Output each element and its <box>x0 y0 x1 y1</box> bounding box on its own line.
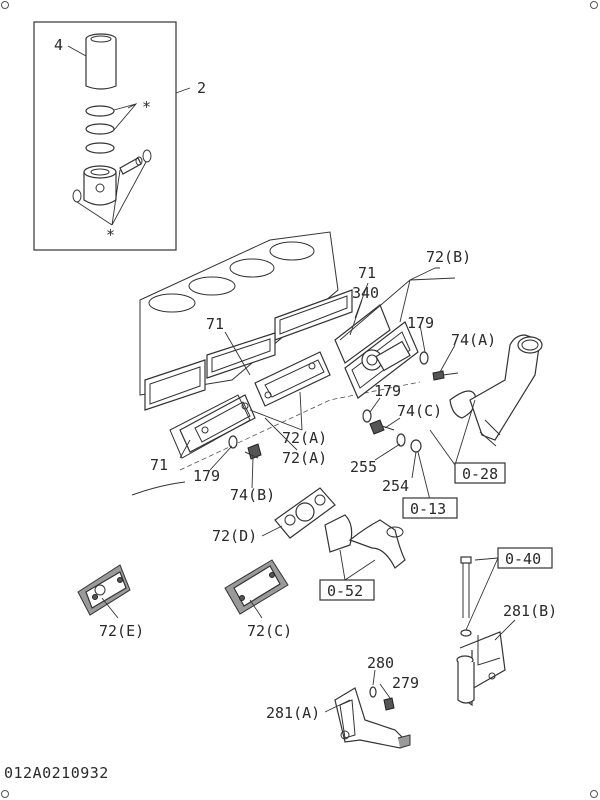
callout-281a: 281(A) <box>266 704 320 722</box>
cylinder-block <box>131 231 421 496</box>
ref-028: 0-28 <box>462 465 498 483</box>
asterisk-rings: * <box>142 98 151 116</box>
hose-pipe-052 <box>324 514 406 569</box>
callout-72d: 72(D) <box>212 527 257 545</box>
bracket-281b <box>456 631 506 707</box>
callout-179-top: 179 <box>407 314 434 332</box>
callout-71-top: 71 <box>358 264 376 282</box>
bolt-74b <box>244 443 262 460</box>
plate-340 <box>334 304 391 364</box>
breather-elbow-pipe <box>449 334 543 447</box>
callout-280: 280 <box>367 654 394 672</box>
callout-179-left: 179 <box>193 467 220 485</box>
callout-254: 254 <box>382 477 409 495</box>
callout-74b: 74(B) <box>230 486 275 504</box>
piston-ring-1 <box>85 105 115 117</box>
callout-255: 255 <box>350 458 377 476</box>
piston <box>83 165 117 206</box>
bracket-281a <box>334 687 411 749</box>
callout-71-left: 71 <box>150 456 168 474</box>
corner-mark-top-right <box>590 1 598 9</box>
side-cover-72b <box>334 304 419 399</box>
callout-71-mid: 71 <box>206 315 224 333</box>
corner-mark-bottom-left <box>1 790 9 798</box>
washer-254 <box>410 439 422 453</box>
callout-279: 279 <box>392 674 419 692</box>
side-cover-72d <box>274 487 336 539</box>
piston-pin <box>119 156 143 175</box>
stud-bolt-040 <box>460 556 472 637</box>
corner-mark-bottom-right <box>590 790 598 798</box>
callout-72c: 72(C) <box>247 622 292 640</box>
piston-liner-inset <box>33 21 191 251</box>
callout-72a-lower: 72(A) <box>282 449 327 467</box>
piston-ring-2 <box>85 123 115 135</box>
washer-255 <box>396 433 406 447</box>
side-cover-72e <box>77 564 131 616</box>
washer-179-mid <box>362 409 372 423</box>
ref-box-013 <box>402 497 458 519</box>
callout-4: 4 <box>54 36 63 54</box>
ref-040: 0-40 <box>505 550 541 568</box>
gasket-71-left <box>169 394 251 459</box>
callout-74a: 74(A) <box>451 331 496 349</box>
ref-box-052 <box>319 579 375 601</box>
side-cover-72c <box>224 559 289 615</box>
asterisk-piston: * <box>106 226 115 244</box>
callout-2: 2 <box>197 79 206 97</box>
callout-74c: 74(C) <box>397 402 442 420</box>
snap-ring-right <box>142 149 152 163</box>
cylinder-liner <box>85 33 117 90</box>
callout-340: 340 <box>352 284 379 302</box>
side-cover-gasket-mid2 <box>206 332 276 379</box>
washer-280 <box>369 686 377 698</box>
leader-lines <box>101 267 516 713</box>
callout-72b: 72(B) <box>426 248 471 266</box>
drawing-number: 012A0210932 <box>4 764 109 782</box>
ref-box-040 <box>497 547 553 569</box>
ref-052: 0-52 <box>327 582 363 600</box>
piston-ring-3 <box>85 142 115 154</box>
ref-013: 0-13 <box>410 500 446 518</box>
side-cover-72a-left <box>179 394 256 453</box>
bolt-74a <box>432 370 459 381</box>
washer-179-left <box>228 435 238 449</box>
side-cover-72a-right <box>254 351 331 407</box>
side-cover-gasket-71-top <box>274 289 353 341</box>
bolt-74c <box>369 419 395 435</box>
corner-mark-top-left <box>1 1 9 9</box>
washer-179-top <box>419 351 429 365</box>
ref-box-028 <box>454 462 506 484</box>
callout-72a-upper: 72(A) <box>282 429 327 447</box>
callout-281b: 281(B) <box>503 602 557 620</box>
callout-179-mid: 179 <box>374 382 401 400</box>
callout-72e: 72(E) <box>99 622 144 640</box>
bolt-279 <box>383 697 395 711</box>
side-cover-gasket-71-mid <box>144 359 206 411</box>
